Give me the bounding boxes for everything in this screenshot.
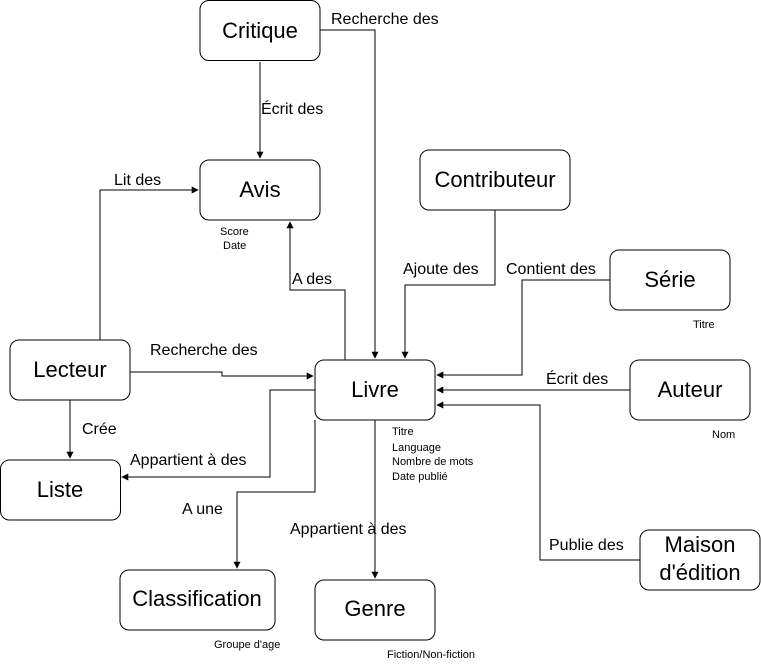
entity-serie-label: Série xyxy=(644,267,695,292)
entity-serie-box[interactable] xyxy=(609,249,731,311)
entity-maison-label-line1: Maison xyxy=(665,532,736,557)
entity-critique-box[interactable] xyxy=(199,0,321,61)
edge-critique-livre xyxy=(320,29,379,359)
edge-livre-liste xyxy=(121,389,315,481)
edge-livre-avis xyxy=(286,221,346,360)
attribute-serie-titre: Titre xyxy=(693,319,715,331)
entity-livre-box[interactable] xyxy=(314,359,436,421)
entity-classification-label: Classification xyxy=(132,586,262,611)
relation-lecteur-lit: Lit des xyxy=(114,172,161,189)
relation-auteur-ecrit: Écrit des xyxy=(546,369,608,388)
relation-maison-publie: Publie des xyxy=(549,537,624,554)
edge-lecteur-livre xyxy=(130,371,314,380)
entity-liste-box[interactable] xyxy=(0,459,121,521)
relation-contributeur-ajoute: Ajoute des xyxy=(403,261,479,278)
relation-livre-appartient-liste: Appartient à des xyxy=(130,452,247,469)
entity-classification-box[interactable] xyxy=(119,569,276,631)
entity-contributeur-label: Contributeur xyxy=(434,167,555,192)
entity-avis-label: Avis xyxy=(239,177,280,202)
attribute-auteur-nom: Nom xyxy=(712,429,735,441)
entity-avis-box[interactable] xyxy=(199,159,321,221)
attribute-livre-language: Language xyxy=(392,442,441,454)
relation-lecteur-cree: Crée xyxy=(82,421,117,438)
entity-auteur-label: Auteur xyxy=(658,377,723,402)
relation-livre-a-une: A une xyxy=(182,501,223,518)
relation-critique-recherche: Recherche des xyxy=(331,11,439,28)
edge-livre-classification xyxy=(233,420,316,569)
edge-lecteur-avis xyxy=(99,186,199,340)
entity-genre-label: Genre xyxy=(344,596,405,621)
relation-livre-appartient-genre: Appartient à des xyxy=(290,521,407,538)
attribute-avis-score: Score xyxy=(220,226,249,238)
attribute-avis-date: Date xyxy=(223,240,246,252)
entity-genre-box[interactable] xyxy=(314,579,436,641)
entity-lecteur-box[interactable] xyxy=(9,339,131,401)
entity-maison-box[interactable] xyxy=(639,529,761,591)
attribute-livre-titre: Titre xyxy=(392,426,414,438)
relation-serie-contient: Contient des xyxy=(506,261,596,278)
edge-maison-livre xyxy=(436,401,640,561)
relation-livre-a-des: A des xyxy=(292,271,332,288)
entity-livre-label: Livre xyxy=(351,377,399,402)
entity-maison-label-line2: d'édition xyxy=(659,560,740,585)
entity-auteur-box[interactable] xyxy=(629,359,751,421)
edge-serie-livre xyxy=(436,279,610,379)
attribute-classification-groupe: Groupe d'age xyxy=(214,639,280,651)
relation-critique-ecrit: Écrit des xyxy=(261,99,323,118)
entity-critique-label: Critique xyxy=(222,18,298,43)
entity-lecteur-label: Lecteur xyxy=(33,357,106,382)
attribute-livre-nombre-mots: Nombre de mots xyxy=(392,456,474,468)
edge-contributeur-livre xyxy=(401,210,496,359)
attribute-livre-date-publie: Date publié xyxy=(392,471,448,483)
attribute-genre-fiction: Fiction/Non-fiction xyxy=(387,649,475,661)
relation-lecteur-recherche: Recherche des xyxy=(150,342,258,359)
entity-contributeur-box[interactable] xyxy=(419,149,571,211)
entity-liste-label: Liste xyxy=(37,477,83,502)
